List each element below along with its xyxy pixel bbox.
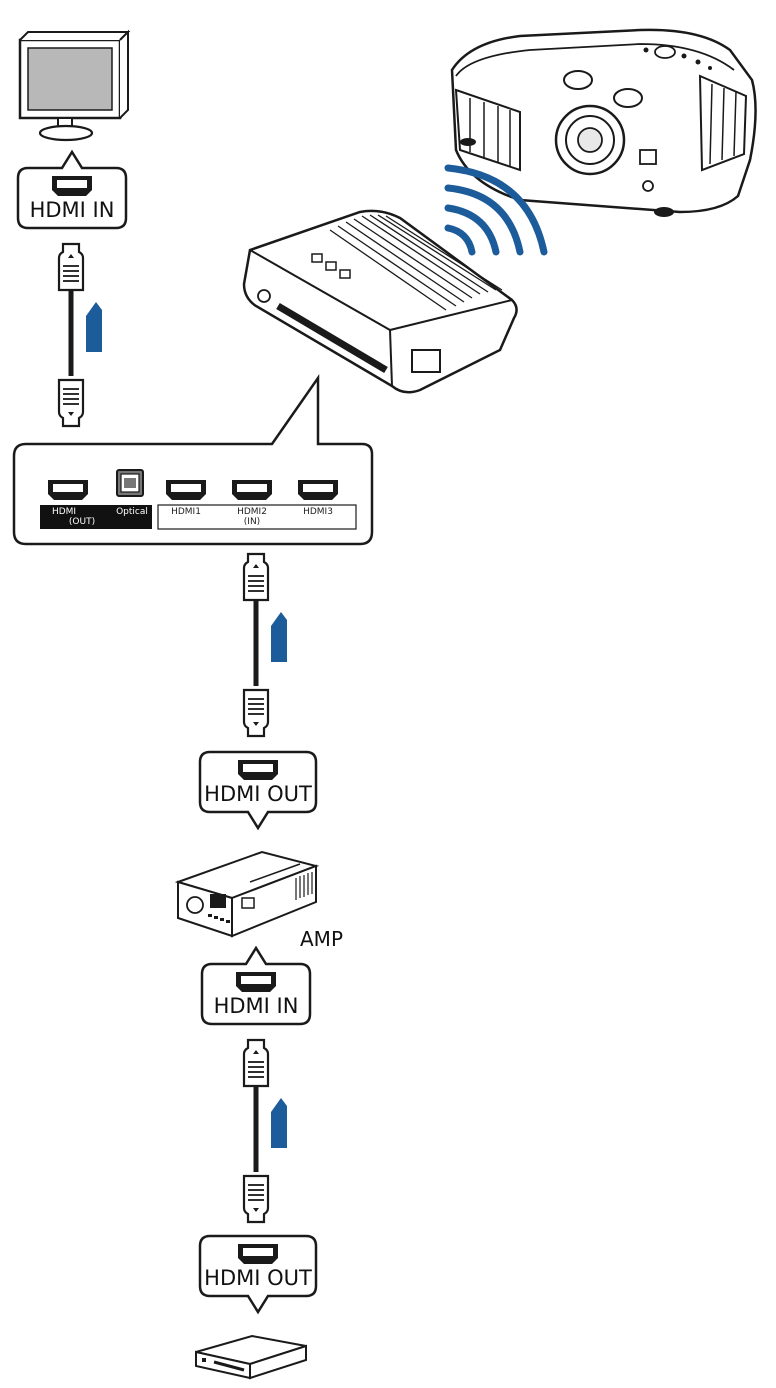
upward-arrow-icon [271, 612, 287, 662]
hdmi-port-icon [238, 760, 278, 780]
player-hdmi-out-callout [198, 1234, 318, 1315]
panel-hdmi-out-label: HDMI [51, 507, 77, 517]
panel-hdmi3-label: HDMI3 [303, 507, 333, 517]
hdmi-port-icon [48, 480, 88, 500]
source-hdmi-out-label: HDMI OUT [204, 782, 312, 806]
hdmi-cable-icon [242, 552, 270, 738]
panel-hdmi1-label: HDMI1 [171, 507, 201, 517]
panel-hdmi-out-sub-label: (OUT) [68, 517, 96, 527]
hdmi-port-icon [236, 972, 276, 992]
hdmi-port-icon [166, 480, 206, 500]
hdmi-cable-icon [242, 1038, 270, 1224]
panel-hdmi2-sub-label: (IN) [243, 517, 261, 527]
player-hdmi-out-label: HDMI OUT [204, 1266, 312, 1290]
optical-port-icon [116, 469, 144, 497]
tv-hdmi-in-callout [16, 149, 128, 230]
hdmi-port-icon [52, 176, 92, 196]
amp-hdmi-in-label: HDMI IN [213, 994, 299, 1018]
connector-panel-callout [12, 374, 374, 546]
panel-hdmi2-label: HDMI2 [237, 507, 267, 517]
amp-hdmi-in-callout [200, 945, 312, 1026]
hdmi-port-icon [298, 480, 338, 500]
media-player-icon [195, 1334, 307, 1380]
amp-hdmi-out-callout [198, 750, 318, 831]
wifi-signal-icon [444, 164, 548, 256]
hdmi-cable-icon [57, 242, 85, 428]
tv-hdmi-in-label: HDMI IN [29, 198, 115, 222]
av-amplifier-icon [174, 850, 320, 938]
projector-icon [450, 28, 757, 217]
hdmi-port-icon [232, 480, 272, 500]
panel-optical-label: Optical [116, 507, 148, 517]
upward-arrow-icon [86, 302, 102, 352]
wireless-transmitter-icon [242, 209, 518, 394]
amp-label: AMP [300, 927, 343, 951]
upward-arrow-icon [271, 1098, 287, 1148]
tv-icon [18, 29, 131, 142]
hdmi-port-icon [238, 1244, 278, 1264]
